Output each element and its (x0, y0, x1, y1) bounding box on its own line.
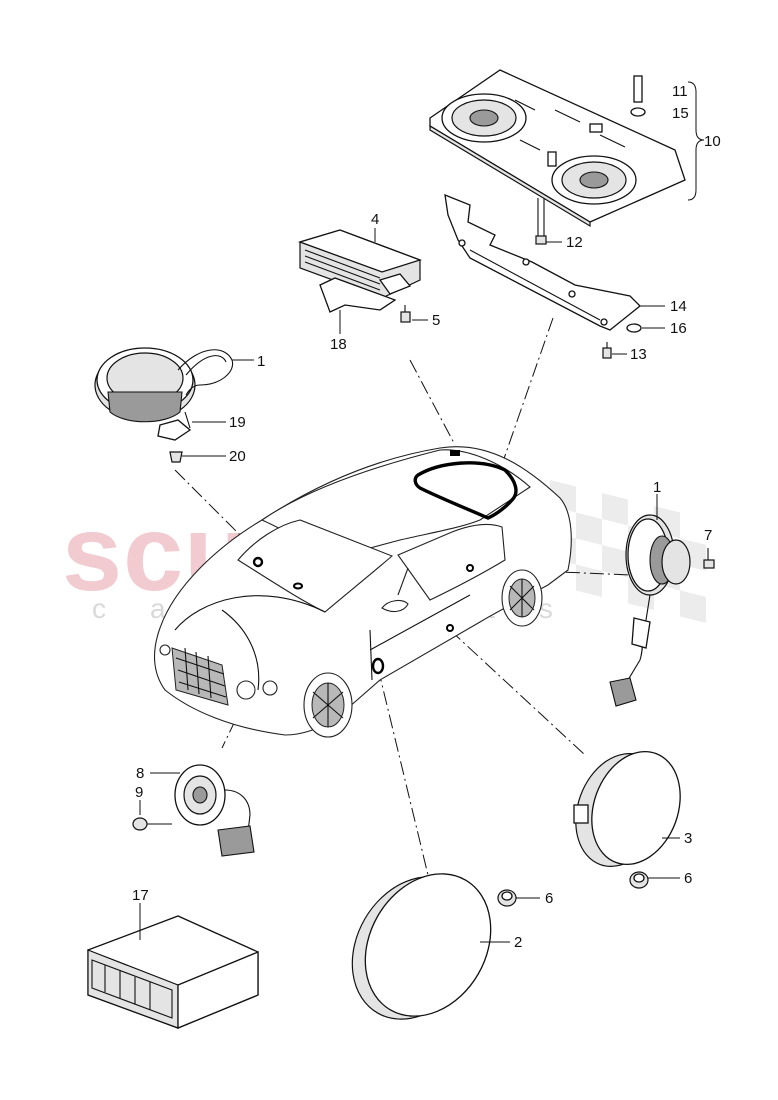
callout-6-right: 6 (684, 870, 692, 887)
part-speaker-1-right (609, 514, 691, 707)
callout-12: 12 (566, 234, 583, 251)
callout-7: 7 (704, 527, 712, 544)
part-amplifier-4 (297, 229, 422, 313)
part-nut-16 (626, 323, 642, 333)
callout-11: 11 (672, 83, 688, 100)
part-head-unit-17 (87, 915, 259, 1029)
part-speaker-1-left (94, 347, 234, 463)
callout-14: 14 (670, 298, 687, 315)
part-bolt-11 (630, 75, 646, 117)
callout-5: 5 (432, 312, 440, 329)
car-illustration (153, 446, 572, 738)
part-nut-6-right (629, 871, 649, 889)
callout-17: 17 (132, 887, 149, 904)
part-bolt-12 (535, 198, 547, 245)
part-screw-7 (703, 548, 715, 569)
part-speaker-2 (351, 873, 492, 1020)
callout-1-right: 1 (653, 479, 661, 496)
callout-numbers: 1 19 20 4 5 18 11 15 10 12 14 16 13 1 7 … (132, 83, 721, 951)
callout-18: 18 (330, 336, 347, 353)
callout-3: 3 (684, 830, 692, 847)
callout-8: 8 (136, 765, 144, 782)
callout-10: 10 (704, 133, 721, 150)
callout-13: 13 (630, 346, 647, 363)
part-screw-5 (400, 305, 411, 323)
part-screw-13 (602, 342, 612, 359)
callout-4: 4 (371, 211, 379, 228)
part-screw-9 (132, 817, 172, 831)
part-tweeter-8 (174, 764, 255, 857)
callout-1-left: 1 (257, 353, 265, 370)
callout-2: 2 (514, 934, 522, 951)
callout-6-left: 6 (545, 890, 553, 907)
callout-15: 15 (672, 105, 689, 122)
part-rear-shelf-10 (429, 69, 686, 228)
part-nut-6-left (497, 889, 517, 907)
callout-20: 20 (229, 448, 246, 465)
callout-9: 9 (135, 784, 143, 801)
part-speaker-3 (573, 750, 681, 867)
part-bracket-14 (444, 193, 641, 331)
callout-19: 19 (229, 414, 246, 431)
callout-16: 16 (670, 320, 687, 337)
